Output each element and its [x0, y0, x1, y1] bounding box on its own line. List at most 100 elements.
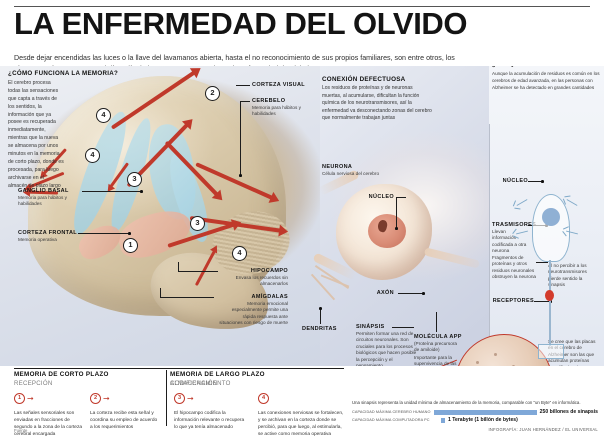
label-title: NÚCLEO [368, 194, 394, 200]
stats-panel: Una sinapsis representa la unidad mínima… [352, 400, 598, 425]
short-term-subhead-codificacion: CODIFICACIÓN [170, 380, 218, 387]
leader-dot [319, 307, 322, 310]
step-arrow-icon: ➞ [187, 393, 194, 403]
step-text: Las señales sensoriales son enviadas en … [14, 411, 83, 437]
label-cerebelo: CEREBELO Memoria para hábitos y habilida… [252, 98, 310, 118]
step-text: La corteza recibe esta señal y coordina … [90, 411, 158, 430]
panel-body: Los residuos de proteínas y de neuronas … [322, 85, 432, 122]
label-molecula-app: MOLÉCULA APP (Proteína precursora de ami… [414, 334, 462, 366]
leader-dot [541, 180, 544, 183]
leader-line [534, 301, 550, 302]
leader-dot [395, 227, 398, 230]
label-title: MOLÉCULA APP [414, 334, 462, 340]
leader-line [398, 293, 424, 294]
page-title: LA ENFERMEDAD DEL OLVIDO [14, 6, 468, 41]
label-neurona: NEURONA Célula nerviosa del cerebro [322, 164, 396, 177]
short-term-subhead-recepcion: RECEPCIÓN [14, 380, 53, 387]
label-desc: Memoria para hábitos y habilidades [252, 105, 301, 117]
label-title: GANGLIO BASAL [18, 188, 69, 194]
credit-line: INFOGRAFÍA: JUAN HERNÁNDEZ / EL UNIVERSA… [488, 427, 598, 432]
label-sub: (Proteína precursora de amiloide) [414, 341, 457, 353]
label-title: CORTEZA VISUAL [252, 82, 305, 88]
label-ganglio-basal: GANGLIO BASAL Memoria para hábitos y hab… [18, 188, 80, 208]
leader-line [536, 262, 548, 263]
leader-line [178, 262, 179, 272]
leader-dot [239, 174, 242, 177]
label-dendritas: DENDRITAS [302, 326, 352, 332]
schematic-dendrite [566, 199, 578, 206]
stat-value: 250 billones de sinapsis [539, 409, 598, 416]
brain-step-badge-4: 4 [85, 148, 100, 163]
dendrite-cluster [302, 264, 358, 326]
label-title: TRASMISORES [492, 222, 537, 228]
note-sinapsis-perdida: Al no percibir a los neurotransmisores p… [548, 262, 598, 289]
label-receptores: RECEPTORES [492, 298, 534, 304]
stat-bar [441, 417, 445, 423]
leader-line [436, 312, 437, 332]
leader-line [178, 271, 218, 272]
step-text: Las conexiones nerviosas se fortalecen, … [258, 411, 344, 437]
note-text: Se cree que las placas en el cerebro de … [548, 339, 596, 366]
note-placas: Se cree que las placas en el cerebro de … [548, 338, 598, 366]
schematic-nucleus [542, 208, 560, 226]
label-title: NEURONA [322, 164, 353, 170]
step-number: 4 [258, 393, 269, 405]
leader-line [236, 85, 250, 86]
step-number: 2 [90, 393, 101, 405]
leader-line [78, 233, 130, 234]
long-term-heading: MEMORIA DE LARGO PLAZO [170, 371, 265, 378]
label-amigdalas: AMÍGDALAS Memoria emocional especialment… [218, 294, 288, 327]
step-3: 3➞ El hipocampo codifica la información … [174, 390, 248, 432]
neuron-nucleus [368, 214, 406, 248]
step-number: 3 [174, 393, 185, 405]
label-desc: Envasa los recuerdos sin almacenarlos [235, 275, 288, 287]
step-2: 2➞ La corteza recibe esta señal y coordi… [90, 390, 158, 432]
step-1: 1➞ Las señales sensoriales son enviadas … [14, 390, 82, 437]
panel-separator [166, 370, 167, 426]
sidebar-divider [489, 124, 490, 366]
label-title: DENDRITAS [302, 326, 337, 332]
step-arrow-icon: ➞ [103, 393, 110, 403]
leader-dot [140, 190, 143, 193]
brain-step-badge-4: 4 [232, 246, 247, 261]
leader-line [240, 101, 241, 175]
label-nucleo: NÚCLEO [330, 194, 394, 200]
label-desc: Llevan información codificada a otra neu… [492, 229, 527, 254]
label-title: NÚCLEO [502, 178, 528, 184]
brain-step-badge-4: 4 [96, 108, 111, 123]
label-axon: AXÓN [338, 290, 394, 296]
schematic-axon [549, 260, 551, 346]
label-title: AMÍGDALAS [251, 294, 288, 300]
memoria-body: El cerebro procesa todas las sensaciones… [8, 80, 64, 189]
leader-line [82, 191, 142, 192]
leader-line [160, 288, 161, 298]
leader-dot [128, 232, 131, 235]
leader-line [528, 181, 542, 182]
brain-step-badge-3: 3 [127, 172, 142, 187]
label-desc: Memoria operativa [18, 237, 57, 242]
label-title: CEREBELO [252, 98, 286, 104]
step-4: 4 Las conexiones nerviosas se fortalecen… [258, 390, 344, 437]
label-desc: Célula nerviosa del cerebro [322, 171, 380, 176]
label-title: SINÁPSIS [356, 324, 385, 330]
label-title: AXÓN [376, 290, 394, 296]
leader-line [320, 310, 321, 324]
note-text: Fragmentos de proteínas y otros residuos… [492, 255, 537, 280]
long-term-subhead: ALMACENAMIENTO [170, 380, 231, 387]
label-trasmisores: TRASMISORES Llevan información codificad… [492, 222, 537, 255]
panel-heading: CONEXIÓN DEFECTUOSA [322, 76, 406, 83]
step-arrow-icon: ➞ [27, 393, 34, 403]
label-desc: Importante para la supervivencia de las … [414, 354, 457, 366]
source-label: Fuente [14, 428, 28, 433]
leader-line [160, 297, 214, 298]
sidebar-panel: ¿POR QUÉ NO PUEDO RECORDAR? Aunque la ac… [492, 66, 600, 92]
brain-step-badge-1: 1 [123, 238, 138, 253]
sidebar-heading: ¿POR QUÉ NO PUEDO RECORDAR? [492, 66, 600, 68]
leader-line [240, 101, 250, 102]
note-fragmentos: Fragmentos de proteínas y otros residuos… [492, 254, 540, 281]
illustration-canvas: 2 1 3 3 4 4 4 ¿CÓMO FUNCIONA LA MEMORIA?… [0, 66, 604, 366]
label-desc: Memoria emocional especialmente permite … [219, 301, 288, 326]
brain-step-badge-3: 3 [190, 216, 205, 231]
bottom-panels: MEMORIA DE CORTO PLAZO RECEPCIÓN CODIFIC… [0, 368, 604, 437]
stat-caption: CAPACIDAD MÁXIMA COMPUTADORA PC [352, 418, 430, 423]
